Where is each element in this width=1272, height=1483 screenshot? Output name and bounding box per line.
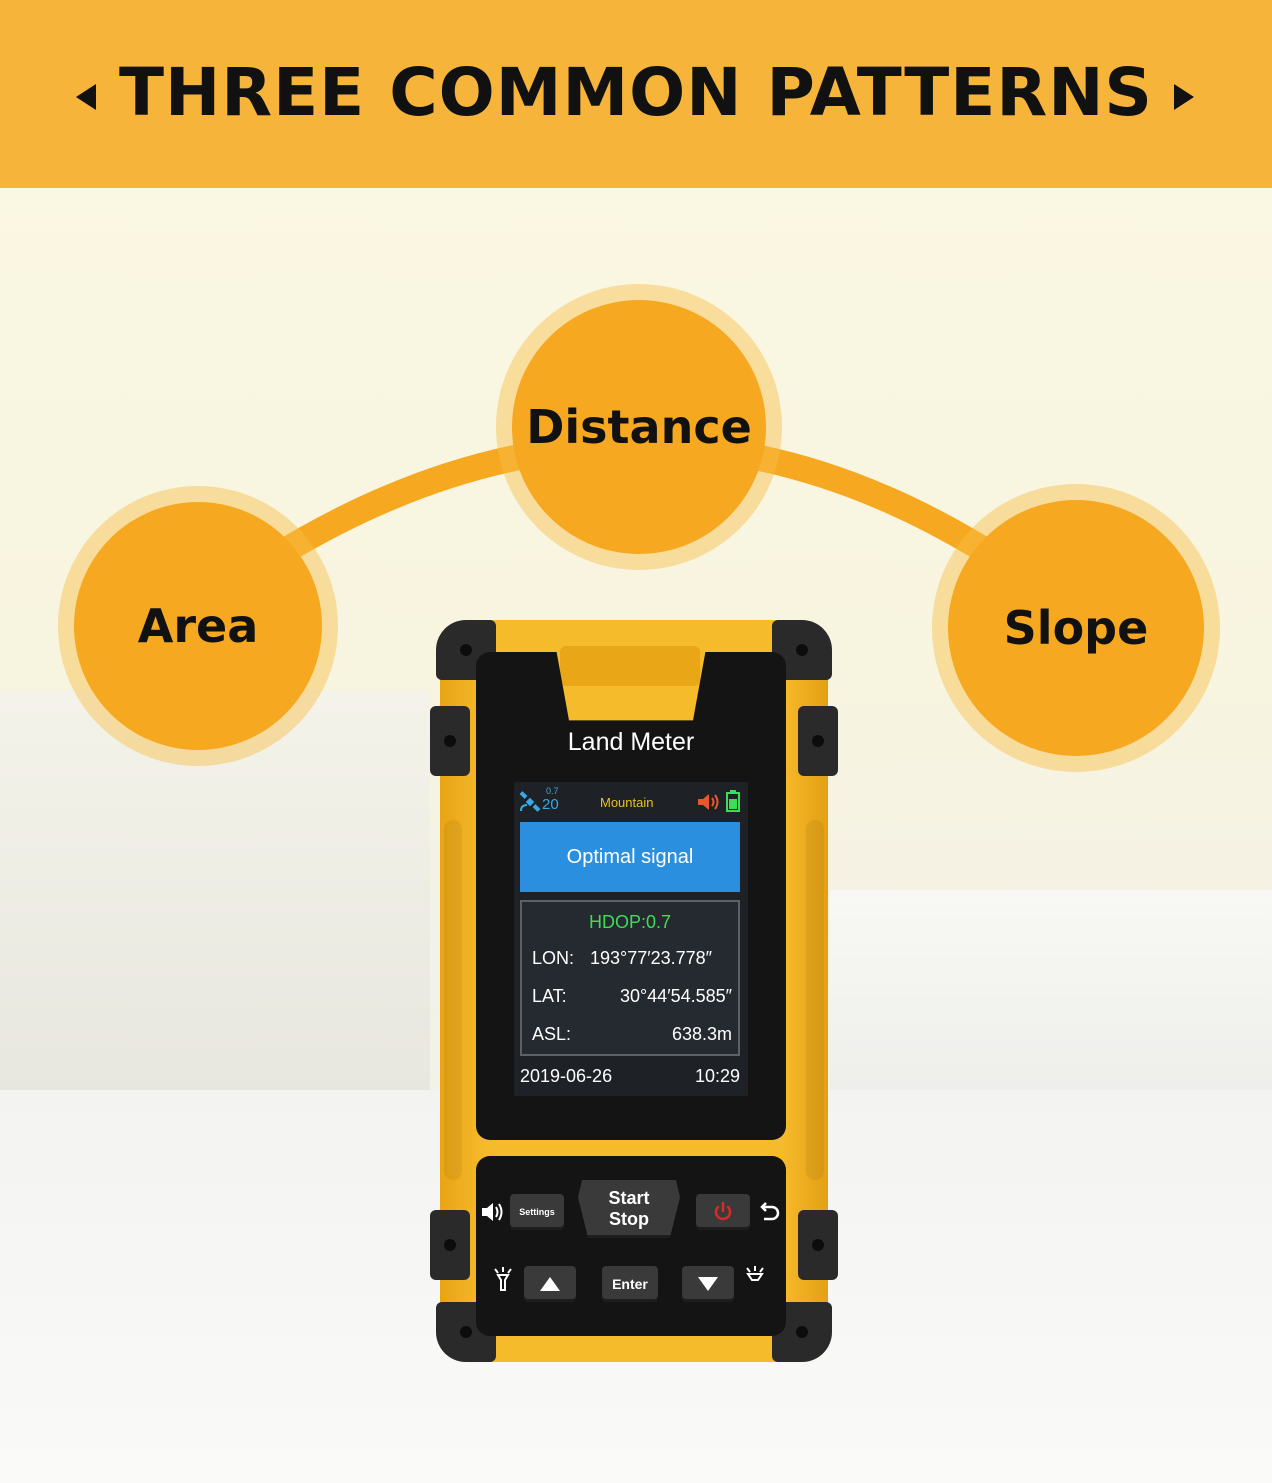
pattern-circle-distance: Distance <box>512 300 766 554</box>
pattern-circle-area: Area <box>74 502 322 750</box>
pattern-label-slope: Slope <box>1003 601 1149 655</box>
battery-icon <box>726 790 740 812</box>
device-groove-left <box>444 820 462 1180</box>
pattern-circle-slope: Slope <box>948 500 1204 756</box>
device-brand: Land Meter <box>567 728 695 756</box>
pattern-label-distance: Distance <box>526 400 752 454</box>
device-groove-right <box>806 820 824 1180</box>
flashlight-icon <box>746 1266 764 1281</box>
device-top-notch <box>560 646 700 686</box>
right-arrow-icon <box>1174 84 1194 110</box>
start-stop-button[interactable]: Start Stop <box>578 1180 680 1238</box>
satellite-icon <box>519 791 541 812</box>
start-label: Start <box>608 1188 650 1208</box>
satellite-precision: 0.7 <box>546 786 559 796</box>
hdop-value: HDOP:0.7 <box>588 912 672 932</box>
position-info-box: HDOP:0.7 LON: 193°77′23.778″ LAT: 30°44′… <box>520 900 740 1056</box>
enter-button[interactable]: Enter <box>602 1266 658 1302</box>
lcd-screen: 0.7 20 Mountain Optimal signal HDOP:0.7 … <box>514 782 748 1096</box>
background-block-left <box>0 690 430 1090</box>
triangle-down-icon <box>698 1277 718 1291</box>
triangle-up-icon <box>540 1277 560 1291</box>
longitude-value: 193°77′23.778″ <box>590 948 713 968</box>
altitude-value: 638.3m <box>671 1024 732 1044</box>
keypad: Settings Start Stop Enter <box>476 1156 786 1336</box>
side-bumper <box>798 1210 838 1280</box>
device-date: 2019-06-26 <box>520 1066 613 1086</box>
flashlight-icon <box>494 1267 512 1291</box>
pattern-label-area: Area <box>137 599 259 653</box>
latitude-value: 30°44′54.585″ <box>619 986 732 1006</box>
longitude-label: LON: <box>532 948 575 968</box>
side-bumper <box>798 706 838 776</box>
altitude-label: ASL: <box>532 1024 572 1044</box>
back-arrow-icon <box>760 1202 780 1221</box>
left-arrow-icon <box>76 84 96 110</box>
lcd-status-bar: 0.7 20 Mountain <box>514 782 748 818</box>
volume-icon <box>482 1203 503 1221</box>
power-button[interactable] <box>696 1194 750 1230</box>
terrain-mode: Mountain <box>600 795 654 810</box>
down-button[interactable] <box>682 1266 734 1302</box>
satellite-count: 20 <box>542 796 559 813</box>
side-bumper <box>430 706 470 776</box>
power-icon <box>714 1201 732 1221</box>
side-bumper <box>430 1210 470 1280</box>
land-meter-device: Land Meter 0.7 20 Mountain Opti <box>430 620 838 1362</box>
latitude-label: LAT: <box>532 986 567 1006</box>
corner-bumper <box>436 620 496 680</box>
settings-button[interactable]: Settings <box>510 1194 564 1230</box>
banner-title: THREE COMMON PATTERNS <box>119 54 1153 131</box>
title-banner: THREE COMMON PATTERNS <box>0 0 1272 188</box>
up-button[interactable] <box>524 1266 576 1302</box>
signal-status-box: Optimal signal <box>520 822 740 892</box>
stop-label: Stop <box>609 1209 649 1229</box>
speaker-icon <box>698 794 719 810</box>
device-time: 10:29 <box>694 1066 740 1086</box>
